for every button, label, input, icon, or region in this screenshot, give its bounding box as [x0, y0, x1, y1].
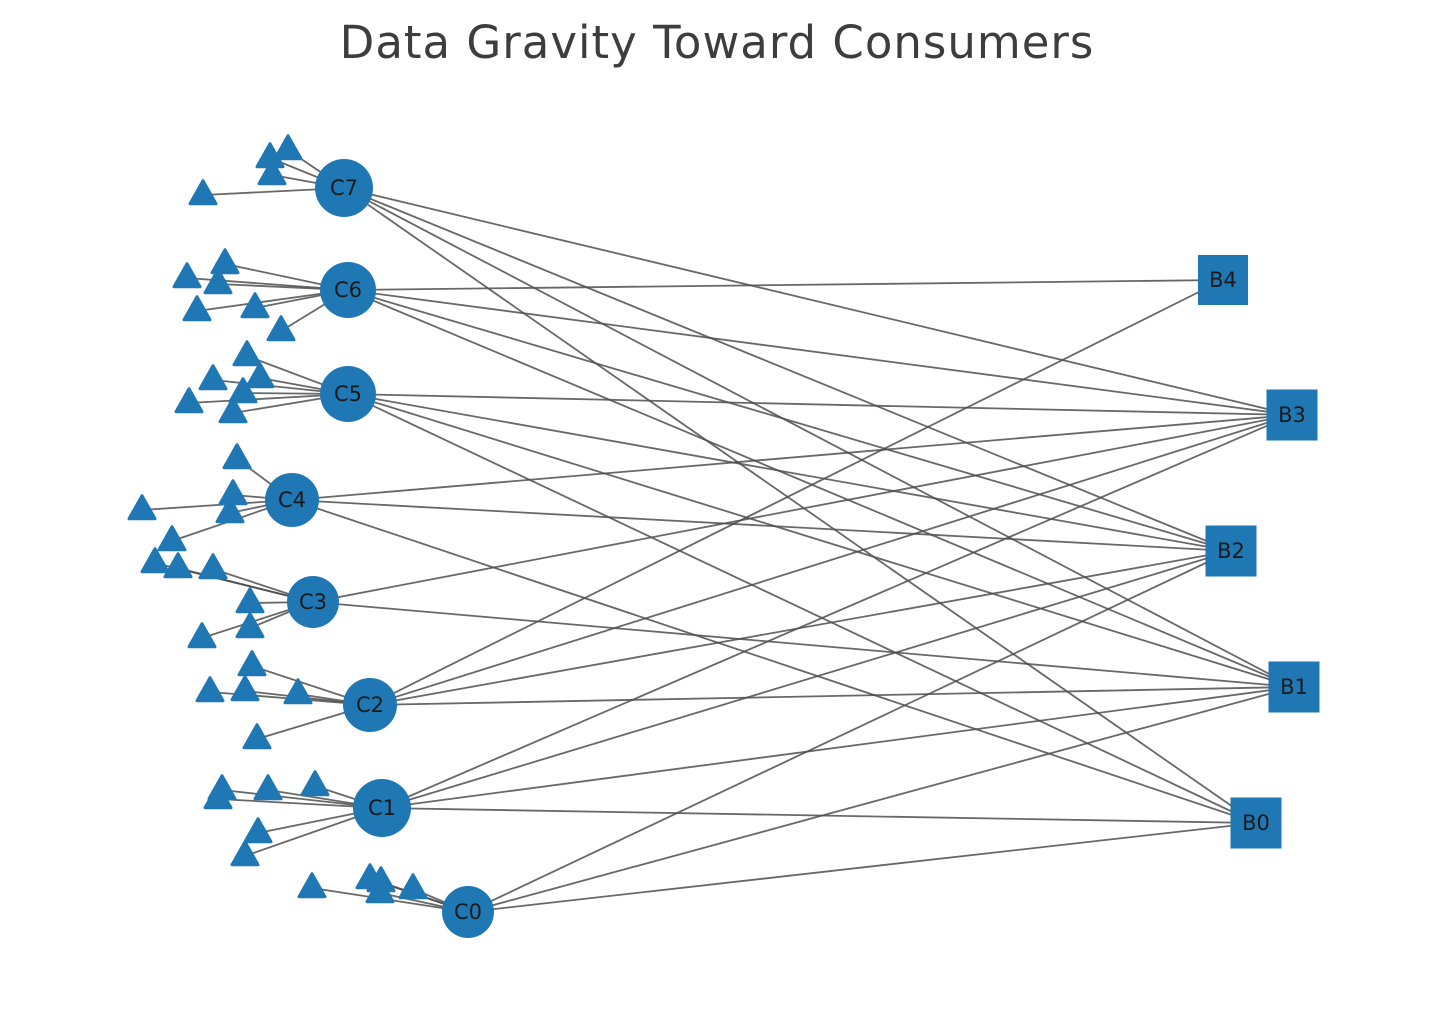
node-label-B3: B3	[1278, 403, 1306, 427]
edge-C5-B3	[347, 393, 1293, 416]
node-B4	[1198, 255, 1248, 305]
edge-C7-B0	[343, 187, 1257, 824]
triangle-marker-C0	[365, 877, 395, 904]
node-label-C6: C6	[334, 278, 362, 302]
edge-C5-B0	[347, 393, 1257, 824]
node-C3	[287, 576, 339, 628]
triangle-marker-C7	[257, 159, 287, 186]
triangle-marker-C0	[297, 872, 327, 899]
triangle-marker-C5	[174, 387, 204, 414]
edge-C1-B2	[381, 550, 1232, 809]
node-B1	[1268, 661, 1320, 713]
triangle-marker-C2	[230, 675, 260, 702]
edge-C7-B2	[343, 187, 1232, 552]
node-label-C2: C2	[356, 693, 384, 717]
triangle-marker-C5	[198, 364, 228, 391]
triangle-marker-C7	[273, 134, 303, 161]
triangle-marker-C2	[237, 650, 267, 677]
edge-C0-B2	[467, 550, 1232, 913]
edge-C4-B2	[291, 499, 1232, 552]
triangle-marker-C2	[195, 676, 225, 703]
node-label-C5: C5	[334, 382, 362, 406]
triangle-marker-C5	[228, 377, 258, 404]
triangle-marker-C4	[127, 494, 157, 521]
edge-C1-B1	[381, 686, 1295, 809]
edge-C5-B1	[347, 393, 1295, 688]
triangle-marker-C1	[253, 774, 283, 801]
triangle-marker-C3	[140, 547, 170, 574]
triangle-marker-C4	[222, 443, 252, 470]
edge-C7-B1	[343, 187, 1295, 688]
triangle-marker-C3	[235, 587, 265, 614]
triangle-marker-C6	[182, 295, 212, 322]
node-C7	[315, 159, 373, 217]
triangle-marker-C3	[235, 612, 265, 639]
triangle-marker-C6	[172, 262, 202, 289]
triangle-marker-C6	[266, 315, 296, 342]
triangle-marker-C7	[188, 179, 218, 206]
edge-C2-B3	[369, 414, 1293, 706]
edge-C2-B1	[369, 686, 1295, 706]
node-C1	[353, 779, 411, 837]
triangle-marker-C1	[230, 840, 260, 867]
node-C6	[320, 262, 376, 318]
node-B2	[1205, 525, 1257, 577]
edge-C6-B2	[347, 289, 1232, 552]
triangle-marker-C1	[300, 770, 330, 797]
node-label-C1: C1	[368, 796, 396, 820]
triangle-marker-C4	[215, 497, 245, 524]
node-label-C4: C4	[278, 488, 306, 512]
edge-C3-B1	[312, 601, 1295, 688]
node-C2	[343, 678, 397, 732]
triangle-marker-C3	[198, 553, 228, 580]
triangle-marker-C6	[210, 248, 240, 275]
triangle-marker-C3	[187, 622, 217, 649]
edge-C7-B3	[343, 187, 1293, 416]
edge-C4-B0	[291, 499, 1257, 824]
node-B0	[1230, 797, 1282, 849]
triangle-marker-C3	[163, 552, 193, 579]
edge-C0-B0	[467, 822, 1257, 913]
edge-C6-B3	[347, 289, 1293, 416]
node-label-B0: B0	[1242, 811, 1270, 835]
triangle-marker-C2	[283, 678, 313, 705]
node-C4	[265, 473, 319, 527]
node-label-C3: C3	[299, 590, 327, 614]
triangle-marker-C1	[203, 783, 233, 810]
node-C5	[320, 366, 376, 422]
figure-title: Data Gravity Toward Consumers	[339, 16, 1095, 69]
triangle-marker-C4	[218, 479, 248, 506]
triangle-marker-C4	[157, 525, 187, 552]
edge-C2-B4	[369, 279, 1224, 706]
triangle-marker-C5	[232, 340, 262, 367]
triangle-marker-C1	[243, 817, 273, 844]
edge-C3-B3	[312, 414, 1293, 603]
triangle-marker-C5	[245, 362, 275, 389]
triangle-marker-C6	[203, 268, 233, 295]
edge-C6-B4	[347, 279, 1224, 291]
edge-C0-B1	[467, 686, 1295, 913]
node-label-C0: C0	[454, 900, 482, 924]
node-C0	[442, 886, 494, 938]
triangle-marker-C5	[218, 397, 248, 424]
edge-C6-B1	[347, 289, 1295, 688]
edge-C1-B3	[381, 414, 1293, 809]
node-label-C7: C7	[330, 176, 358, 200]
edge-C4-B3	[291, 414, 1293, 501]
edge-C5-B2	[347, 393, 1232, 552]
triangle-marker-C6	[240, 292, 270, 319]
triangle-marker-C0	[398, 873, 428, 900]
triangle-marker-C2	[242, 723, 272, 750]
node-label-B2: B2	[1217, 539, 1245, 563]
node-label-B1: B1	[1280, 675, 1308, 699]
node-label-B4: B4	[1209, 268, 1237, 292]
node-B3	[1266, 389, 1318, 441]
